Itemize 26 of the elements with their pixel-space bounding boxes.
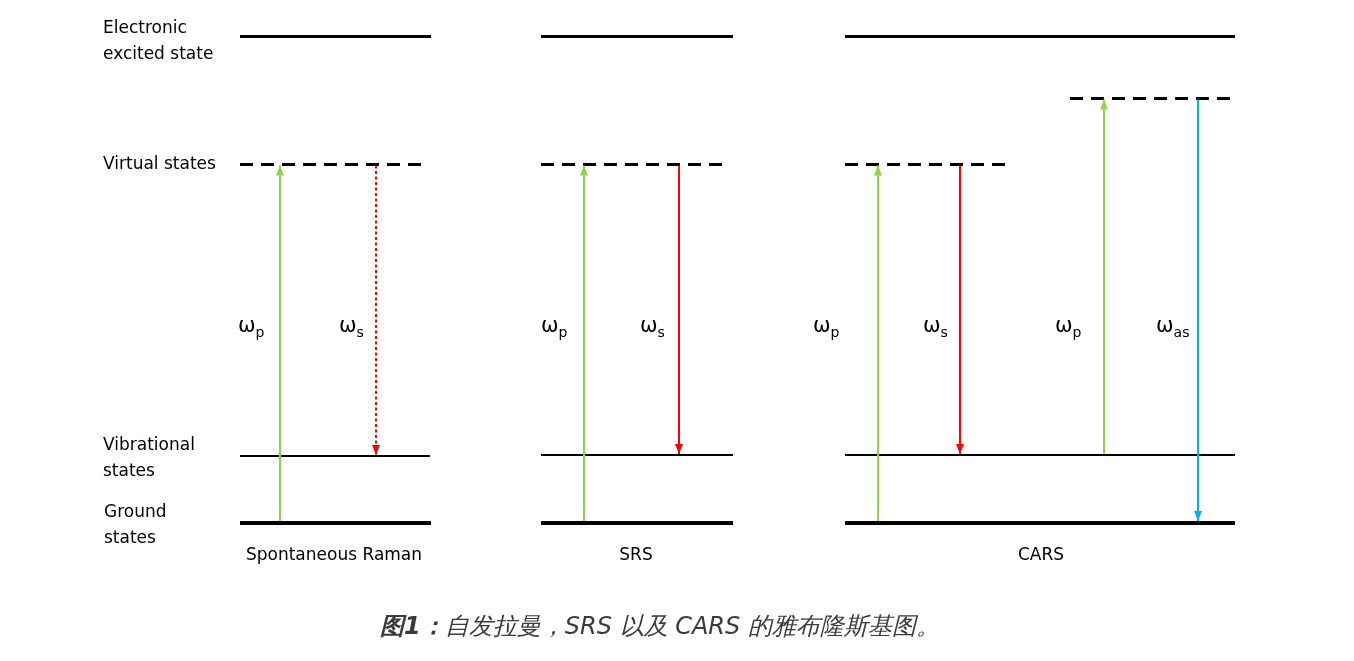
energy-level-label: Virtual states [103,152,216,175]
energy-level-label: Electronic excited state [103,16,215,65]
energy-level-line [541,454,733,456]
virtual-level-line [240,162,422,166]
virtual-level-line [541,162,722,166]
energy-level-label: Vibrational states [103,433,196,482]
arrow [580,164,588,522]
panel-title: Spontaneous Raman [245,543,423,565]
arrow [276,164,284,522]
panel-title: CARS [1017,543,1065,565]
panel-title: SRS [619,543,653,565]
arrow [1100,98,1108,455]
arrow [675,164,683,455]
virtual-level-line [845,162,1005,166]
virtual-level-line [1070,96,1230,100]
arrow [372,164,380,456]
arrow [956,164,964,455]
figure-caption: 图1：自发拉曼，SRS 以及 CARS 的雅布隆斯基图。 [380,611,940,642]
energy-level-label: Ground states [104,500,168,549]
energy-level-line [845,34,1235,38]
arrow [874,164,882,522]
energy-level-line [240,455,430,457]
energy-level-line [845,454,1235,456]
energy-level-line [240,34,431,38]
arrow [1194,98,1202,522]
energy-level-line [541,34,733,38]
